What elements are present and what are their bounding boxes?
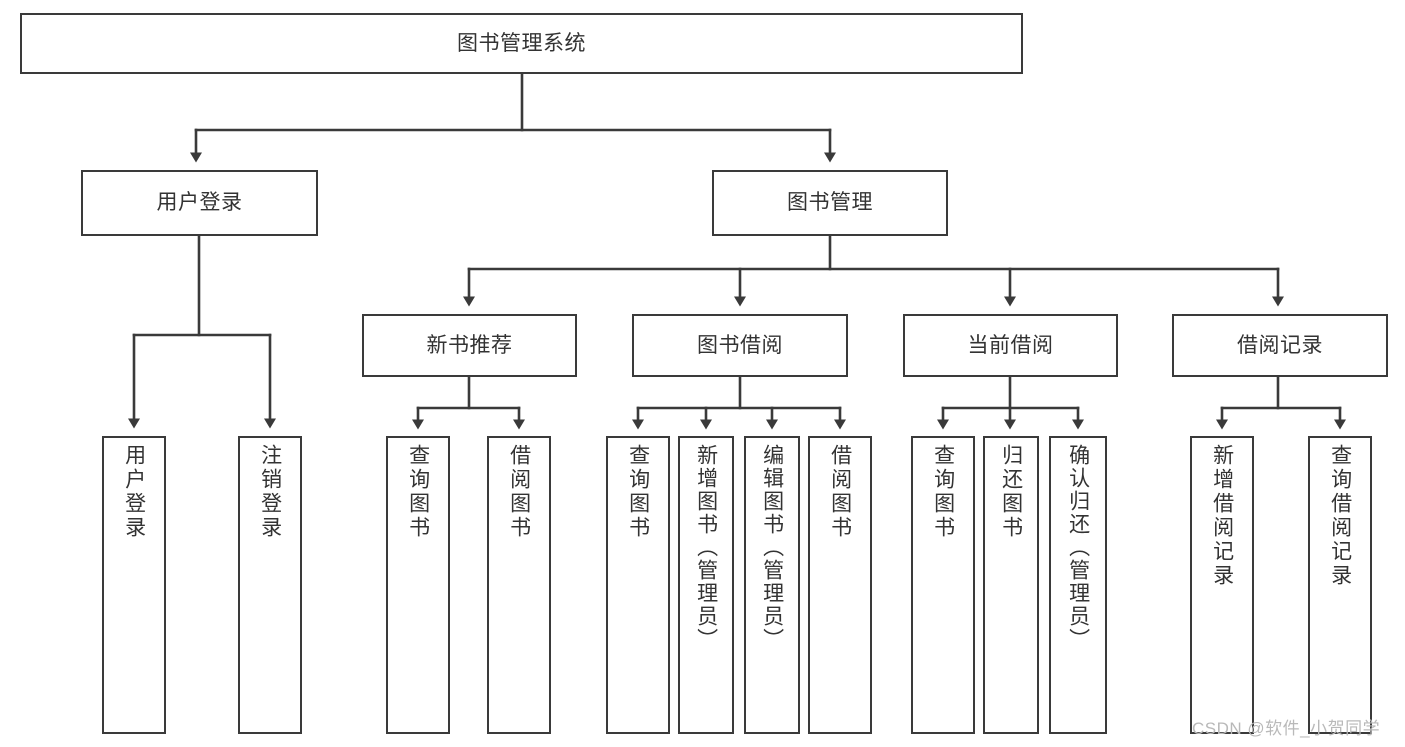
node-book-manage-label: 图书管理 (787, 191, 873, 215)
node-leaf-query-book-2[interactable]: 查询图书 (606, 436, 670, 734)
node-root[interactable]: 图书管理系统 (20, 13, 1023, 74)
node-leaf-query-book-1[interactable]: 查询图书 (386, 436, 450, 734)
node-leaf-borrow-book-1[interactable]: 借阅图书 (487, 436, 551, 734)
node-leaf-return-book-label: 归还图书 (999, 444, 1023, 540)
node-new-book-recommend[interactable]: 新书推荐 (362, 314, 577, 377)
node-current-borrow-label: 当前借阅 (967, 333, 1054, 357)
node-leaf-user-logout-label: 注销登录 (258, 444, 282, 540)
node-leaf-edit-book-label: 编辑图书（管理员） (760, 444, 784, 651)
node-borrow-record-label: 借阅记录 (1237, 333, 1323, 357)
node-book-manage[interactable]: 图书管理 (712, 170, 948, 236)
node-root-label: 图书管理系统 (457, 31, 586, 55)
node-borrow-record[interactable]: 借阅记录 (1172, 314, 1388, 377)
node-leaf-borrow-book-2[interactable]: 借阅图书 (808, 436, 872, 734)
node-user-login[interactable]: 用户登录 (81, 170, 318, 236)
node-leaf-borrow-book-1-label: 借阅图书 (507, 444, 531, 540)
node-leaf-user-login[interactable]: 用户登录 (102, 436, 166, 734)
node-leaf-query-record-label: 查询借阅记录 (1328, 444, 1352, 588)
node-user-login-label: 用户登录 (156, 191, 243, 215)
node-leaf-return-book[interactable]: 归还图书 (983, 436, 1039, 734)
node-leaf-query-book-1-label: 查询图书 (406, 444, 430, 540)
csdn-watermark: CSDN @软件_小贺同学 (1192, 719, 1381, 738)
node-leaf-add-record[interactable]: 新增借阅记录 (1190, 436, 1254, 734)
node-leaf-edit-book[interactable]: 编辑图书（管理员） (744, 436, 800, 734)
node-leaf-borrow-book-2-label: 借阅图书 (828, 444, 852, 540)
node-leaf-add-book-label: 新增图书（管理员） (694, 444, 718, 651)
node-leaf-user-logout[interactable]: 注销登录 (238, 436, 302, 734)
node-leaf-confirm-return[interactable]: 确认归还（管理员） (1049, 436, 1107, 734)
node-leaf-query-book-3-label: 查询图书 (931, 444, 955, 540)
node-book-borrow[interactable]: 图书借阅 (632, 314, 848, 377)
node-leaf-confirm-return-label: 确认归还（管理员） (1066, 444, 1090, 651)
node-leaf-add-book[interactable]: 新增图书（管理员） (678, 436, 734, 734)
node-new-book-recommend-label: 新书推荐 (426, 333, 513, 357)
node-book-borrow-label: 图书借阅 (697, 333, 783, 357)
node-leaf-query-book-2-label: 查询图书 (626, 444, 650, 540)
node-leaf-user-login-label: 用户登录 (122, 444, 146, 540)
node-leaf-query-book-3[interactable]: 查询图书 (911, 436, 975, 734)
node-current-borrow[interactable]: 当前借阅 (903, 314, 1118, 377)
node-leaf-add-record-label: 新增借阅记录 (1210, 444, 1234, 588)
node-leaf-query-record[interactable]: 查询借阅记录 (1308, 436, 1372, 734)
